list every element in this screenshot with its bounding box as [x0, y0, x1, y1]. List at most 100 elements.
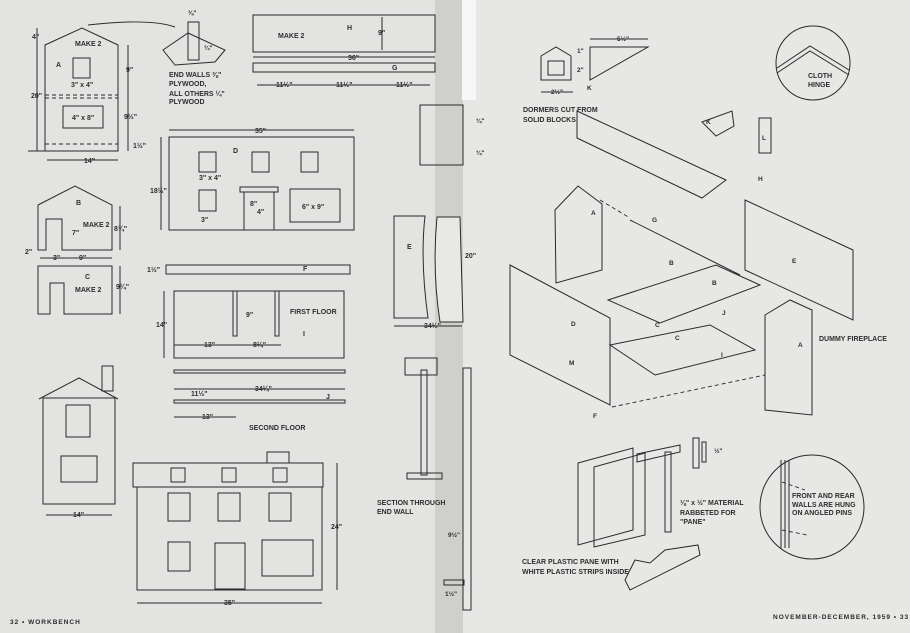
part-b-door-height: 7"	[72, 230, 79, 237]
right-page-footer: NOVEMBER-DECEMBER, 1959 • 33	[773, 614, 909, 621]
exploded-label-d: D	[571, 321, 576, 328]
part-a-dim-lower: 9½"	[124, 113, 137, 121]
dummy-fireplace-label: DUMMY FIREPLACE	[819, 336, 887, 343]
window-detail-drawing	[577, 437, 707, 591]
dormer-length: 5½"	[617, 35, 629, 43]
window-detail-dim: ½"	[714, 447, 723, 455]
material-note-line: "PANE"	[680, 519, 706, 526]
part-b-drawing	[37, 185, 121, 259]
section-base: 1½"	[445, 590, 457, 598]
part-a-dim-width: 14"	[84, 158, 95, 165]
exploded-label-f: F	[593, 413, 597, 420]
section-height: 9½"	[448, 531, 460, 539]
part-a-dim-base: 1½"	[133, 142, 146, 150]
part-a-make: MAKE 2	[75, 41, 102, 48]
second-floor-drawing	[173, 369, 346, 418]
pin-note-line: ON ANGLED PINS	[792, 510, 852, 517]
pane-note-line: CLEAR PLASTIC PANE WITH	[522, 559, 619, 566]
dormer-note-line: DORMERS CUT FROM	[523, 107, 598, 114]
exploded-label-a: A	[798, 342, 803, 349]
gutter-highlight	[462, 0, 476, 100]
part-e-height: 20"	[465, 253, 476, 260]
part-d-window-large: 6" x 9"	[302, 204, 324, 211]
part-c-make: MAKE 2	[75, 287, 102, 294]
part-h-g-drawing	[252, 14, 436, 86]
exploded-label-j: J	[722, 310, 726, 317]
part-d-letter: D	[233, 148, 238, 155]
part-e-thickness-b: ¾"	[476, 149, 485, 157]
right-page	[455, 0, 910, 633]
material-note-line: ⅛" x ½" MATERIAL	[680, 499, 744, 507]
section-title-line: SECTION THROUGH	[377, 500, 445, 507]
end-wall-note-line: END WALLS ⅜"	[169, 72, 221, 79]
exploded-label-i: I	[721, 352, 723, 359]
exploded-label-e: E	[792, 258, 797, 265]
dormer-drawing	[540, 38, 650, 93]
end-wall-slot-detail	[87, 21, 226, 66]
exploded-label-b: B	[712, 280, 717, 287]
end-wall-section-drawing	[404, 357, 472, 611]
part-g-letter: G	[392, 65, 398, 72]
part-g-spacing: 11½"	[276, 81, 293, 89]
first-floor-depth: 14"	[156, 322, 167, 329]
slot-depth-dim: ¾"	[204, 44, 213, 52]
second-floor-letter: J	[326, 394, 330, 401]
exploded-view-drawing	[509, 110, 854, 416]
exploded-label-m: M	[569, 360, 574, 367]
exploded-label-k: K	[706, 119, 711, 126]
end-wall-note-line: ALL OTHERS ¼"	[169, 90, 225, 98]
front-elevation-height: 24"	[331, 524, 342, 531]
exploded-label-a: A	[591, 210, 596, 217]
part-d-sill: 3"	[201, 217, 208, 224]
part-g-spacing: 11½"	[336, 81, 353, 89]
slot-width-dim: ⅜"	[188, 10, 197, 17]
part-e-drawing	[393, 104, 464, 327]
cloth-hinge-label: CLOTH	[808, 73, 832, 80]
part-d-width: 35"	[255, 128, 266, 135]
part-h-letter: H	[347, 25, 352, 32]
part-b-width: 9"	[79, 255, 86, 262]
first-floor-slot: 9"	[246, 312, 253, 319]
part-c-drawing	[37, 265, 121, 315]
first-floor-letter: I	[303, 331, 305, 338]
part-d-door-height: 8"	[250, 201, 257, 208]
angled-pin-detail	[759, 454, 865, 560]
part-a-window-small: 3" x 4"	[71, 82, 93, 89]
end-wall-note-line: PLYWOOD	[169, 99, 205, 106]
part-h-height: 9"	[378, 30, 385, 37]
part-f-letter: F	[303, 266, 308, 273]
part-a-drawing	[28, 27, 129, 161]
part-e-thickness-a: ¾"	[476, 117, 485, 125]
section-title-line: END WALL	[377, 509, 414, 516]
left-page-footer: 32 • WORKBENCH	[10, 619, 81, 626]
part-d-door-width: 4"	[257, 209, 264, 216]
part-a-window-large: 4" x 8"	[72, 115, 94, 122]
second-floor-offset-a: 11½"	[191, 390, 208, 398]
part-e-letter: E	[407, 244, 412, 251]
exploded-label-h: H	[758, 176, 763, 183]
exploded-label-c: C	[655, 322, 660, 329]
end-wall-note-line: PLYWOOD,	[169, 81, 207, 88]
part-f-height: 1½"	[147, 266, 160, 274]
part-d-window-small: 3" x 4"	[199, 175, 221, 182]
part-c-letter: C	[85, 274, 90, 281]
side-elevation-drawing	[38, 365, 119, 516]
part-g-spacing: 11½"	[396, 81, 413, 89]
first-floor-offset-b: 8¼"	[253, 341, 266, 349]
cloth-hinge-label: HINGE	[808, 82, 831, 89]
dormer-top: 1"	[577, 48, 584, 55]
part-b-height: 8¾"	[114, 225, 127, 233]
dormer-width: 2½"	[551, 88, 563, 96]
part-f-drawing	[165, 264, 351, 275]
second-floor-length: 34¼"	[255, 385, 272, 393]
part-h-make: MAKE 2	[278, 33, 305, 40]
part-d-drawing	[160, 129, 355, 231]
front-elevation-drawing	[132, 451, 338, 604]
part-b-door-width: 3"	[53, 255, 60, 262]
part-b-offset: 2"	[25, 249, 32, 256]
part-a-dim-upper: 9"	[126, 67, 133, 74]
dormer-note-line: SOLID BLOCKS	[523, 117, 576, 124]
dormer-height: 2"	[577, 67, 584, 74]
